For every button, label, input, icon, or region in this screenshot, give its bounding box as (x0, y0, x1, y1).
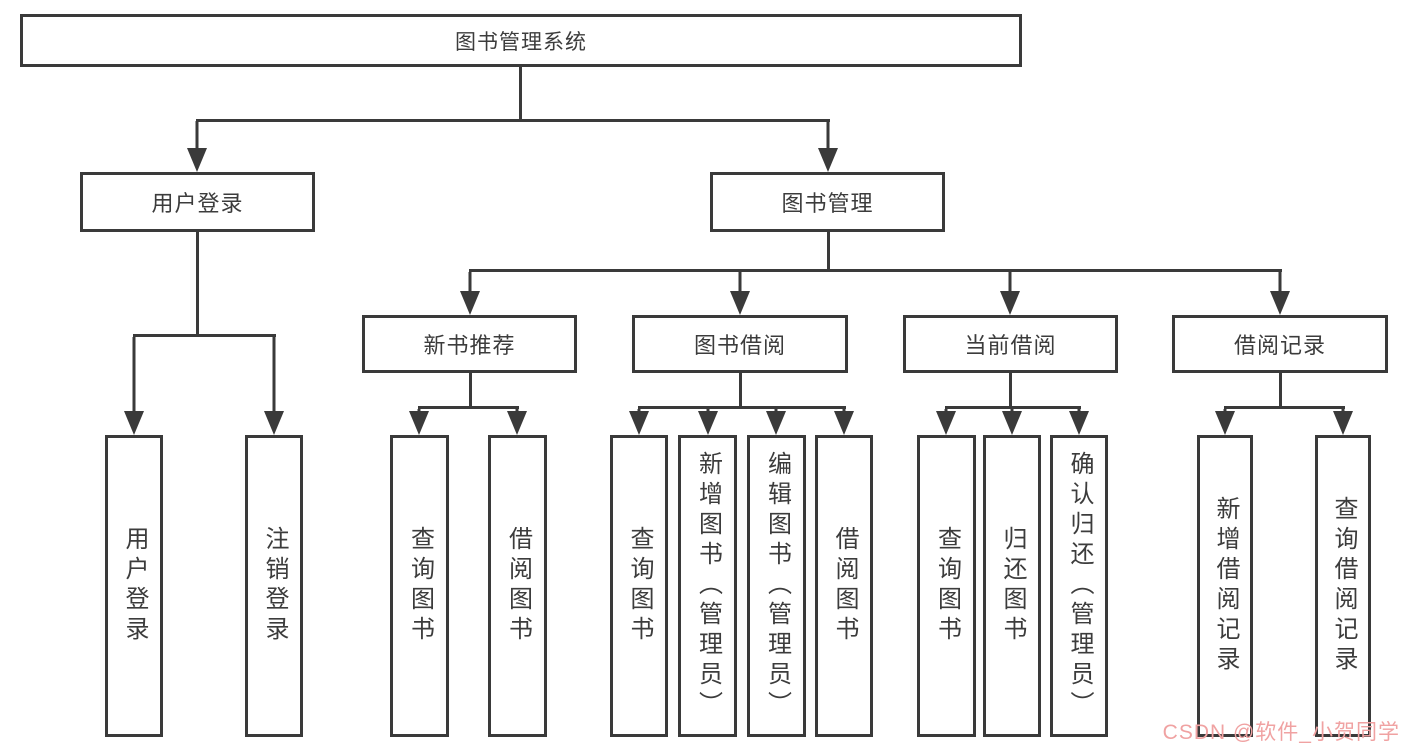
node-current-borrow-label: 当前借阅 (964, 333, 1057, 358)
leaf-user-login: 用户登录 (105, 435, 163, 737)
connector-book-borrow-stem (739, 373, 742, 408)
leaf-borrow-books-1: 借阅图书 (488, 435, 547, 737)
connector-borrow-records-rail (1224, 406, 1345, 409)
leaf-edit-book: 编辑图书（管理员） (747, 435, 806, 737)
leaf-add-record-label: 新增借阅记录 (1212, 496, 1239, 676)
arrow-to-leaf-user-login (124, 337, 144, 435)
leaf-query-books-3: 查询图书 (917, 435, 976, 737)
leaf-confirm-return: 确认归还（管理员） (1050, 435, 1108, 737)
arrow-to-return-book (1002, 409, 1022, 435)
leaf-return-book: 归还图书 (983, 435, 1041, 737)
leaf-query-books-2-label: 查询图书 (626, 526, 653, 646)
connector-book-management-stem (827, 232, 830, 271)
node-book-borrow: 图书借阅 (632, 315, 848, 373)
node-user-login-label: 用户登录 (151, 191, 244, 216)
leaf-query-record: 查询借阅记录 (1315, 435, 1371, 737)
leaf-borrow-books-1-label: 借阅图书 (504, 526, 532, 646)
leaf-borrow-books-2-label: 借阅图书 (831, 526, 858, 646)
leaf-query-books-2: 查询图书 (610, 435, 668, 737)
connector-root-stem (519, 67, 522, 121)
arrow-to-borrow-books-2 (834, 409, 854, 435)
leaf-query-books-1: 查询图书 (390, 435, 449, 737)
arrow-to-borrow-books-1 (507, 409, 527, 435)
node-borrow-records: 借阅记录 (1172, 315, 1388, 373)
node-borrow-records-label: 借阅记录 (1233, 333, 1326, 358)
node-current-borrow: 当前借阅 (903, 315, 1118, 373)
node-user-login: 用户登录 (80, 172, 315, 232)
connector-book-borrow-rail (638, 406, 846, 409)
arrow-to-book-management (818, 121, 838, 172)
arrow-to-query-books-3 (936, 409, 956, 435)
watermark: CSDN @软件_小贺同学 (1162, 721, 1400, 744)
arrow-to-current-borrow (1000, 272, 1020, 315)
leaf-query-books-1-label: 查询图书 (406, 526, 434, 646)
connector-new-book-rail (418, 406, 519, 409)
leaf-add-record: 新增借阅记录 (1197, 435, 1253, 737)
leaf-query-record-label: 查询借阅记录 (1330, 496, 1357, 676)
node-book-management: 图书管理 (710, 172, 945, 232)
arrow-to-book-borrow (730, 272, 750, 315)
arrow-to-leaf-logout (264, 337, 284, 435)
leaf-return-book-label: 归还图书 (999, 526, 1026, 646)
connector-root-rail (196, 119, 830, 122)
leaf-add-book: 新增图书（管理员） (678, 435, 737, 737)
leaf-logout: 注销登录 (245, 435, 303, 737)
arrow-to-add-book (698, 409, 718, 435)
leaf-user-login-label: 用户登录 (121, 526, 148, 646)
connector-current-borrow-rail (945, 406, 1081, 409)
connector-user-login-stem (196, 232, 199, 336)
arrow-to-user-login (187, 121, 207, 172)
node-new-book-recommend: 新书推荐 (362, 315, 577, 373)
connector-current-borrow-stem (1009, 373, 1012, 408)
arrow-to-new-book-recommend (460, 272, 480, 315)
connector-user-login-rail (133, 334, 276, 337)
leaf-edit-book-label: 编辑图书（管理员） (763, 451, 791, 721)
arrow-to-query-books-2 (629, 409, 649, 435)
connector-new-book-stem (469, 373, 472, 408)
arrow-to-query-record (1333, 409, 1353, 435)
leaf-logout-label: 注销登录 (261, 526, 288, 646)
node-new-book-recommend-label: 新书推荐 (423, 333, 516, 358)
leaf-query-books-3-label: 查询图书 (933, 526, 961, 646)
node-book-management-label: 图书管理 (781, 191, 874, 216)
arrow-to-confirm-return (1069, 409, 1089, 435)
leaf-confirm-return-label: 确认归还（管理员） (1066, 451, 1093, 721)
arrow-to-edit-book (766, 409, 786, 435)
node-book-borrow-label: 图书借阅 (693, 333, 786, 358)
connector-book-management-rail (469, 269, 1282, 272)
arrow-to-query-books-1 (409, 409, 429, 435)
leaf-borrow-books-2: 借阅图书 (815, 435, 873, 737)
connector-borrow-records-stem (1279, 373, 1282, 408)
leaf-add-book-label: 新增图书（管理员） (694, 451, 722, 721)
arrow-to-add-record (1215, 409, 1235, 435)
node-root-label: 图书管理系统 (455, 30, 587, 54)
node-root: 图书管理系统 (20, 14, 1022, 67)
arrow-to-borrow-records (1270, 272, 1290, 315)
